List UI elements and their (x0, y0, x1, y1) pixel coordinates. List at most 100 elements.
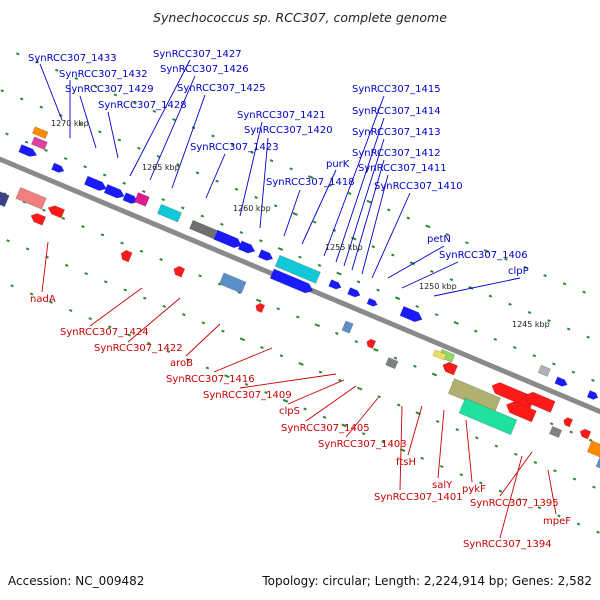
gene-feature-glyph (83, 175, 107, 191)
gene-feature-shape (432, 349, 447, 361)
tick-mark-2 (473, 329, 478, 333)
label-synrcc307-1394: SynRCC307_1394 (463, 539, 552, 550)
label-purk: purK (326, 159, 350, 170)
label-leader-line (185, 323, 221, 357)
tick-mark-5 (107, 325, 112, 329)
gene-feature-glyph (30, 213, 47, 226)
tick-mark-0 (152, 109, 157, 113)
tick-mark-0 (387, 208, 391, 212)
label-leader-line (343, 138, 385, 267)
tick-mark-5 (147, 341, 151, 345)
tick-mark-1 (391, 253, 395, 257)
tick-mark-3 (159, 257, 163, 262)
tick-mark-0 (113, 93, 118, 97)
gene-feature-glyph (537, 364, 551, 377)
tick-mark-4 (356, 386, 363, 391)
gene-feature-glyph (122, 192, 138, 204)
gene-feature-glyph (269, 268, 314, 294)
gene-feature-shape (595, 454, 600, 476)
tick-mark-2 (552, 362, 556, 366)
gene-feature-glyph (134, 192, 150, 207)
tick-mark-2 (83, 165, 87, 169)
tick-mark-0 (582, 290, 586, 294)
tick-mark-0 (307, 175, 314, 179)
tick-mark-1 (488, 294, 493, 298)
tick-mark-2 (513, 346, 517, 350)
tick-mark-5 (381, 440, 385, 444)
forward-gene-labels: SynRCC307_1433 SynRCC307_1432 SynRCC307_… (28, 49, 529, 277)
gene-feature-shape (83, 175, 107, 191)
tick-mark-2 (102, 173, 107, 177)
label-arob: aroB (170, 358, 193, 369)
gene-feature-shape (586, 440, 600, 461)
label-clps: clpS (279, 406, 300, 417)
label-leader-line (305, 385, 357, 422)
tick-mark-4 (494, 444, 499, 448)
label-leader-line (361, 174, 389, 275)
tick-mark-5 (224, 374, 230, 379)
tick-mark-0 (406, 216, 411, 220)
gene-feature-shape (442, 361, 458, 376)
tick-mark-3 (393, 356, 398, 360)
gene-feature-shape (122, 192, 138, 204)
tick-mark-1 (78, 122, 83, 126)
label-synrcc307-1420: SynRCC307_1420 (244, 125, 333, 136)
tick-mark-5 (68, 308, 73, 312)
tick-mark-3 (314, 323, 321, 328)
label-leader-lines (39, 59, 557, 539)
tick-mark-1 (117, 138, 122, 142)
tick-mark-2 (141, 189, 146, 193)
tick-mark-1 (586, 335, 590, 339)
tick-mark-2 (434, 313, 439, 317)
tick-mark-4 (435, 419, 440, 423)
tick-mark-2 (259, 239, 263, 243)
label-leader-line (465, 419, 473, 483)
gene-feature-shape (31, 126, 49, 140)
gene-feature-glyph (31, 126, 49, 140)
tick-mark-2 (356, 280, 361, 284)
gene-feature-glyph (157, 203, 182, 223)
label-leader-line (239, 121, 263, 217)
label-leader-line (287, 379, 345, 405)
tick-mark-0 (15, 52, 20, 56)
tick-mark-0 (543, 274, 547, 278)
label-synrcc307-1409: SynRCC307_1409 (203, 390, 292, 401)
tick-mark-3 (431, 372, 438, 377)
tick-mark-5 (10, 284, 14, 288)
label-leader-line (371, 192, 411, 279)
gene-feature-shape (366, 297, 378, 307)
tick-mark-5 (341, 423, 347, 428)
tick-mark-4 (572, 477, 577, 481)
tick-mark-0 (483, 249, 490, 253)
label-synrcc307-1401: SynRCC307_1401 (374, 492, 463, 503)
tick-mark-4 (475, 436, 479, 440)
gene-feature-glyph (189, 219, 218, 240)
gene-feature-glyph (586, 390, 599, 400)
label-leader-line (39, 63, 63, 121)
tick-mark-0 (269, 159, 274, 163)
tick-mark-5 (205, 366, 210, 370)
tick-mark-5 (186, 358, 190, 362)
label-saly: salY (432, 480, 453, 491)
tick-mark-0 (250, 150, 254, 154)
tick-mark-5 (127, 333, 132, 337)
tick-mark-4 (533, 461, 538, 465)
gene-feature-glyph (595, 454, 600, 476)
gene-feature-shape (269, 268, 314, 294)
tick-mark-0 (94, 85, 98, 89)
tick-mark-2 (394, 296, 401, 301)
tick-mark-1 (508, 302, 512, 306)
tick-mark-5 (557, 514, 561, 518)
gene-feature-glyph (549, 425, 563, 439)
tick-mark-1 (351, 236, 357, 241)
gene-feature-shape (554, 376, 568, 387)
label-synrcc307-1424: SynRCC307_1424 (60, 327, 149, 338)
tick-mark-3 (100, 233, 105, 237)
gene-feature-glyph (255, 302, 266, 314)
tick-mark-1 (39, 105, 44, 109)
tick-mark-5 (498, 489, 503, 493)
tick-mark-1 (409, 261, 416, 266)
genome-summary-label: Topology: circular; Length: 2,224,914 bp… (262, 574, 592, 588)
tick-mark-4 (396, 403, 401, 407)
label-synrcc307-1406: SynRCC307_1406 (439, 250, 528, 261)
